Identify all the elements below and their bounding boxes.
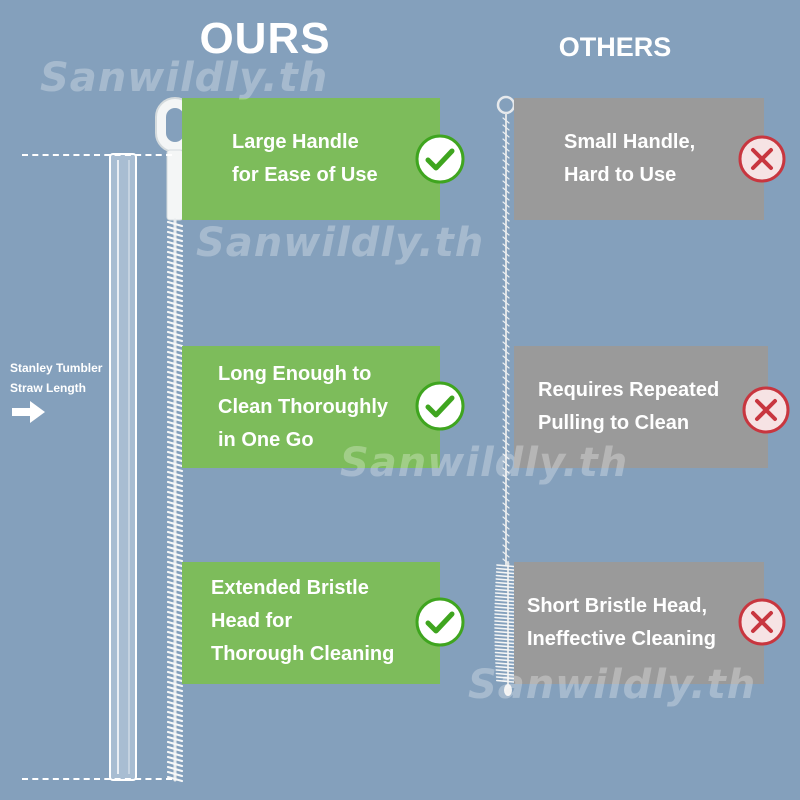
ours-feature-length: Long Enough to Clean Thoroughly in One G… <box>182 346 440 468</box>
watermark: Sanwildly.th <box>40 55 329 101</box>
ours-heading: OURS <box>199 14 331 63</box>
top-reference-line <box>22 154 172 156</box>
ours-brush-image <box>155 97 195 783</box>
check-circle-icon <box>415 134 465 184</box>
straw-length-label: Stanley Tumbler Straw Length <box>10 361 103 395</box>
watermark: Sanwildly.th <box>340 440 629 486</box>
others-feature-length: Requires Repeated Pulling to Clean <box>514 346 768 468</box>
watermark: Sanwildly.th <box>468 662 757 708</box>
straw-image <box>109 153 137 781</box>
bottom-reference-line <box>22 778 172 780</box>
x-circle-icon <box>738 598 786 646</box>
others-feature-handle: Small Handle, Hard to Use <box>514 98 764 220</box>
others-feature-bristle-head: Short Bristle Head, Ineffective Cleaning <box>514 562 764 684</box>
check-circle-icon <box>415 597 465 647</box>
ours-feature-handle: Large Handle for Ease of Use <box>182 98 440 220</box>
arrow-right-icon <box>12 401 45 423</box>
ours-feature-bristle-head: Extended Bristle Head for Thorough Clean… <box>182 562 440 684</box>
watermark: Sanwildly.th <box>196 220 485 266</box>
check-circle-icon <box>415 381 465 431</box>
x-circle-icon <box>742 386 790 434</box>
x-circle-icon <box>738 135 786 183</box>
others-heading: OTHERS <box>558 32 672 62</box>
